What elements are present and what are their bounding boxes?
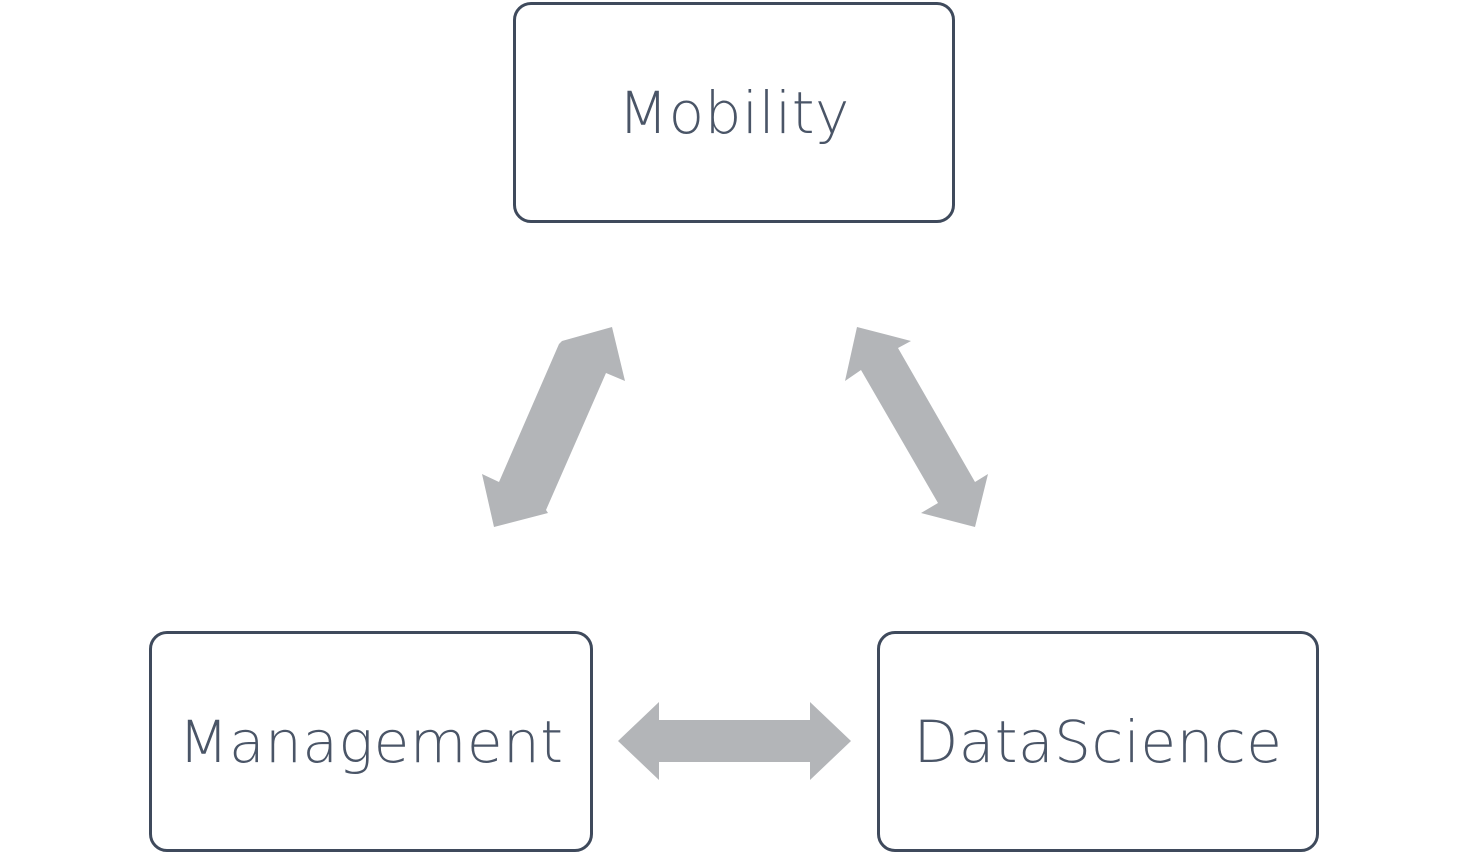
mobility-label: Mobility [618, 78, 850, 147]
management-box: Management [149, 631, 593, 852]
double-arrow-management-mobility [482, 327, 625, 527]
double-arrow-mobility-datascience [845, 327, 988, 527]
datascience-box: DataScience [877, 631, 1319, 852]
management-label: Management [178, 707, 564, 776]
datascience-label: DataScience [913, 707, 1283, 776]
mobility-box: Mobility [513, 2, 955, 223]
double-arrow-management-datascience [618, 702, 851, 780]
